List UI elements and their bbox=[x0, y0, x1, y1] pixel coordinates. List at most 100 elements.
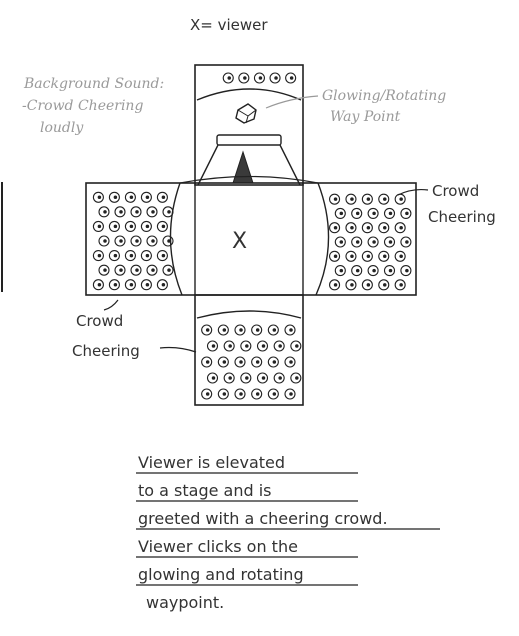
crowd-head-dot bbox=[162, 254, 166, 257]
crowd-head-dot bbox=[167, 239, 171, 243]
crowd-head-dot bbox=[98, 225, 102, 229]
crowd-head-dot bbox=[367, 283, 371, 287]
crowd-head-dot bbox=[114, 283, 118, 287]
crowd-head-dot bbox=[162, 196, 166, 200]
crowd-head-dot bbox=[98, 254, 102, 257]
crowd-head-dot bbox=[228, 376, 232, 380]
crowd-head-dot bbox=[334, 226, 338, 230]
crowd-head-dot bbox=[273, 328, 277, 332]
crowd-head-dot bbox=[135, 239, 139, 243]
crowd-head-dot bbox=[256, 328, 260, 332]
crowd-head-dot bbox=[239, 392, 243, 396]
crowd-head-dot bbox=[239, 360, 243, 364]
description-line: to a stage and is bbox=[138, 481, 272, 500]
crowd-head-dot bbox=[151, 268, 155, 272]
description-line: greeted with a cheering crowd. bbox=[138, 509, 388, 528]
svg-text:Crowd: Crowd bbox=[76, 312, 123, 330]
crowd-bottom-label: Crowd Cheering bbox=[72, 300, 196, 360]
crowd-head-dot bbox=[212, 344, 216, 348]
crowd-head-dot bbox=[350, 255, 354, 259]
crowd-head-dot bbox=[383, 283, 387, 287]
diagram-title: X= viewer bbox=[190, 16, 268, 34]
crowd-head-dot bbox=[146, 225, 150, 229]
crowd-right-label: Crowd Cheering bbox=[398, 182, 496, 226]
crowd-head-dot bbox=[399, 255, 403, 259]
crowd-head-dot bbox=[290, 76, 294, 80]
crowd-head-dot bbox=[223, 328, 227, 332]
crowd-head-dot bbox=[372, 212, 376, 216]
viewer-position-mark: X bbox=[232, 229, 247, 254]
description-line: Viewer is elevated bbox=[138, 453, 285, 472]
crowd-head-dot bbox=[356, 240, 360, 244]
crowd-head-dot bbox=[405, 269, 409, 273]
crowd-head-dot bbox=[372, 240, 376, 244]
crowd-head-dot bbox=[273, 392, 277, 396]
crowd-head-dot bbox=[114, 225, 118, 229]
crowd-head-dot bbox=[130, 196, 134, 200]
crowd-head-dot bbox=[239, 328, 243, 332]
crowd-head-dot bbox=[146, 196, 150, 200]
crowd-head-dot bbox=[295, 344, 299, 348]
crowd-head-dot bbox=[356, 212, 360, 216]
crowd-head-dot bbox=[135, 268, 139, 272]
forward-arrow-icon bbox=[233, 152, 253, 183]
crowd-head-dot bbox=[405, 240, 409, 244]
crowd-head-dot bbox=[223, 360, 227, 364]
svg-text:-Crowd Cheering: -Crowd Cheering bbox=[22, 98, 143, 114]
crowd-head-dot bbox=[383, 197, 387, 201]
crowd-head-dot bbox=[119, 239, 123, 243]
crowd-head-dot bbox=[334, 255, 338, 259]
crowd-head-dot bbox=[405, 212, 409, 216]
crowd-head-dot bbox=[262, 376, 266, 380]
crowd-head-dot bbox=[367, 197, 371, 201]
crowd-head-dot bbox=[399, 283, 403, 287]
crowd-head-dot bbox=[130, 254, 134, 257]
crowd-head-dot bbox=[114, 254, 118, 257]
waypoint-note: Glowing/Rotating Way Point bbox=[266, 88, 446, 125]
crowd-head-dot bbox=[243, 76, 247, 80]
crowd-head-dot bbox=[350, 197, 354, 201]
bottom-panel bbox=[195, 295, 303, 405]
description-line: Viewer clicks on the bbox=[138, 537, 298, 556]
crowd-head-dot bbox=[162, 283, 166, 287]
crowd-head-dot bbox=[372, 269, 376, 273]
crowd-head-dot bbox=[340, 269, 344, 273]
description-line: glowing and rotating bbox=[138, 565, 304, 584]
crowd-head-dot bbox=[119, 210, 123, 214]
crowd-head-dot bbox=[162, 225, 166, 229]
crowd-head-dot bbox=[151, 210, 155, 214]
crowd-head-dot bbox=[278, 376, 282, 380]
crowd-head-dot bbox=[119, 268, 123, 272]
crowd-head-dot bbox=[399, 197, 403, 201]
crowd-head-dot bbox=[340, 212, 344, 216]
right-crowd-heads bbox=[330, 194, 411, 290]
crowd-head-dot bbox=[350, 226, 354, 230]
crowd-head-dot bbox=[167, 268, 171, 272]
crowd-head-dot bbox=[130, 283, 134, 287]
crowd-head-dot bbox=[289, 360, 293, 364]
bottom-crowd-heads bbox=[202, 325, 301, 399]
crowd-head-dot bbox=[389, 269, 393, 273]
svg-text:Cheering: Cheering bbox=[428, 208, 496, 226]
crowd-head-dot bbox=[259, 76, 263, 80]
crowd-head-dot bbox=[130, 225, 134, 229]
crowd-head-dot bbox=[98, 283, 102, 287]
crowd-head-dot bbox=[256, 360, 260, 364]
crowd-head-dot bbox=[151, 239, 155, 243]
crowd-head-dot bbox=[114, 196, 118, 200]
crowd-head-dot bbox=[273, 360, 277, 364]
waypoint-cube-icon bbox=[236, 104, 256, 123]
crowd-head-dot bbox=[103, 268, 107, 272]
svg-text:Way Point: Way Point bbox=[330, 109, 401, 125]
svg-text:loudly: loudly bbox=[40, 120, 84, 136]
crowd-head-dot bbox=[278, 344, 282, 348]
crowd-head-dot bbox=[334, 283, 338, 287]
crowd-head-dot bbox=[206, 328, 210, 332]
svg-text:Crowd: Crowd bbox=[432, 182, 479, 200]
crowd-head-dot bbox=[383, 255, 387, 259]
crowd-head-dot bbox=[350, 283, 354, 287]
crowd-head-dot bbox=[223, 392, 227, 396]
crowd-head-dot bbox=[206, 392, 210, 396]
crowd-head-dot bbox=[356, 269, 360, 273]
